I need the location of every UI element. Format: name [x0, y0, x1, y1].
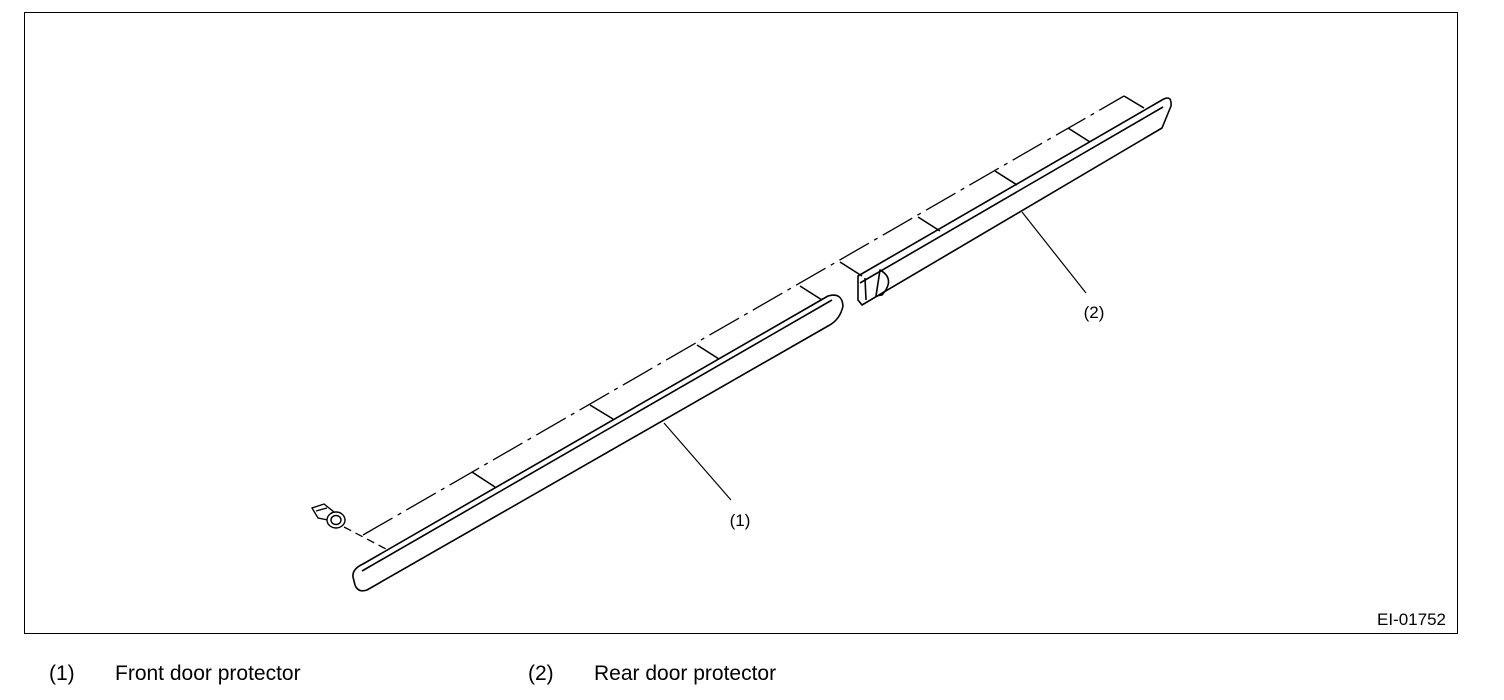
leader-line-1: [663, 422, 732, 501]
legend-label: Rear door protector: [594, 662, 777, 685]
leader-line-2: [1021, 211, 1087, 294]
rear-door-protector: [839, 95, 1172, 306]
front-door-protector: [352, 285, 844, 592]
legend-number: (1): [49, 662, 75, 685]
callout-2: (2): [1084, 303, 1105, 322]
legend-number: (2): [528, 662, 554, 685]
figure-id: EI-01752: [1377, 610, 1446, 629]
mounting-center-line: [343, 95, 1125, 551]
legend: (1) Front door protector (2) Rear door p…: [0, 662, 1504, 692]
legend-label: Front door protector: [115, 662, 301, 685]
callout-1: (1): [730, 511, 751, 530]
figure-frame: [24, 12, 1458, 634]
clip-icon: [310, 503, 346, 529]
